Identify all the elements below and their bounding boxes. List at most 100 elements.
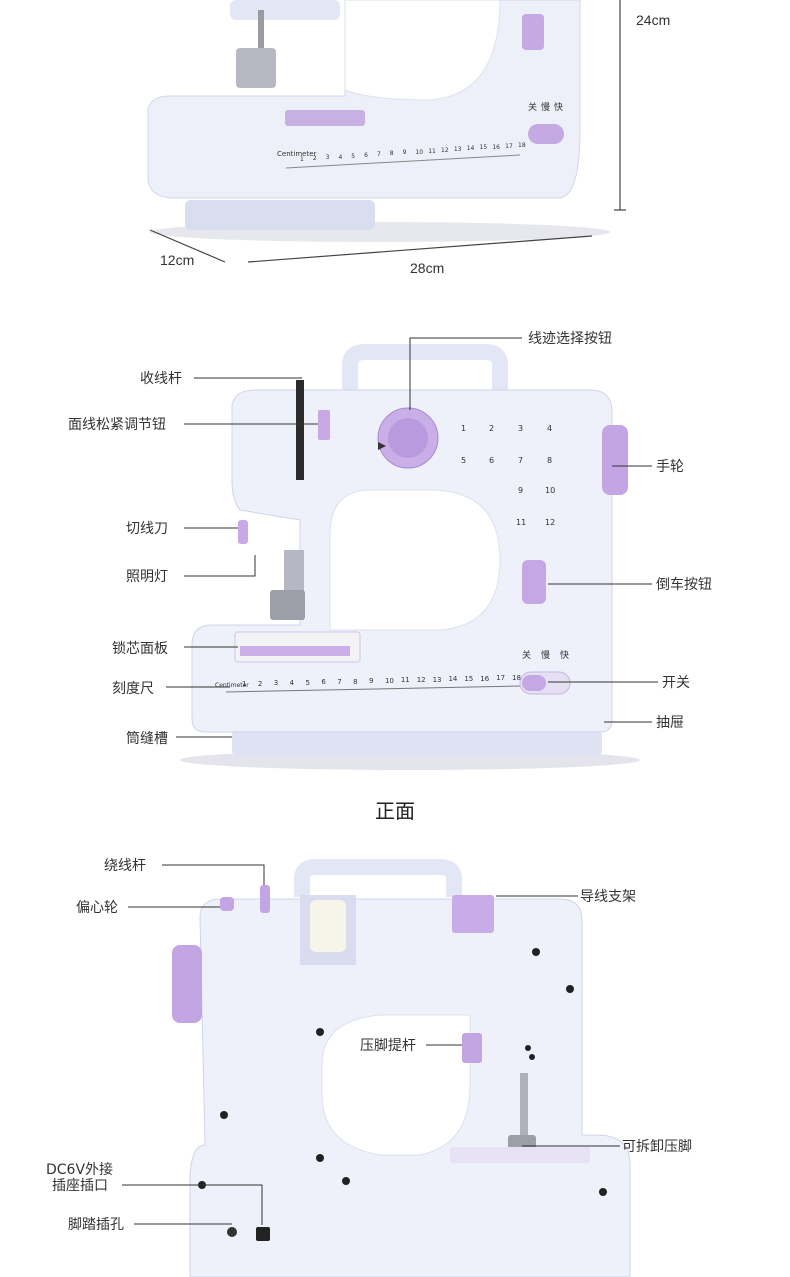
top-speed-label-fast: 快 [554, 103, 564, 113]
front-ruler-number: 14 [448, 675, 458, 684]
presser-foot-lever[interactable] [462, 1033, 482, 1063]
top-ruler-label: Centimeter [277, 150, 317, 158]
stitch-number: 10 [545, 486, 556, 495]
top-ruler-number: 13 [453, 146, 462, 154]
label-ruler: 刻度尺 [112, 681, 154, 697]
stitch-number: 6 [489, 456, 495, 465]
label-thread-guide: 导线支架 [580, 889, 636, 905]
top-ruler-number: 9 [402, 149, 407, 157]
label-switch: 开关 [662, 675, 690, 691]
front-ruler-number: 10 [384, 676, 394, 685]
back-view: 绕线杆 偏心轮 导线支架 压脚提杆 可拆卸压脚 DC6V外接 插座插口 脚踏插孔 [0, 845, 790, 1277]
front-carry-handle[interactable] [342, 344, 508, 395]
front-ruler-number: 13 [432, 675, 442, 684]
height-dimension-label: 24cm [636, 12, 671, 28]
front-reverse-button[interactable] [522, 560, 546, 604]
top-ruler-number: 12 [441, 146, 449, 154]
front-ruler-number: 9 [369, 677, 374, 686]
top-machine-drawing [147, 0, 626, 263]
front-ruler-number: 12 [416, 676, 426, 685]
label-reverse-button: 倒车按钮 [656, 577, 712, 593]
pedal-jack-port [227, 1227, 237, 1237]
front-ruler-number: 16 [480, 674, 490, 683]
front-ruler-number: 3 [273, 679, 279, 688]
top-drawer [185, 200, 375, 230]
front-speed-label-off: 关 [522, 651, 532, 661]
label-dc-jack-line1: DC6V外接 [46, 1162, 114, 1178]
thread-guide-bracket [452, 895, 494, 933]
top-needle-plate [285, 110, 365, 126]
stitch-number: 2 [489, 424, 495, 433]
top-ruler-number: 10 [415, 148, 424, 156]
stitch-number: 3 [518, 424, 524, 433]
top-ruler-number: 4 [338, 153, 343, 161]
top-ruler-number: 6 [364, 151, 368, 159]
front-handwheel[interactable] [602, 425, 628, 495]
depth-dimension-label: 12cm [160, 252, 195, 268]
front-ruler-number: 5 [305, 678, 310, 687]
front-ruler-number: 1 [242, 680, 247, 688]
label-dc-jack-line2: 插座插口 [52, 1178, 108, 1194]
stitch-number: 8 [547, 456, 553, 465]
front-machine-drawing [166, 337, 658, 770]
front-ruler-number: 18 [512, 674, 521, 682]
label-presser-foot: 可拆卸压脚 [622, 1139, 692, 1155]
stitch-number: 1 [461, 424, 467, 433]
label-drawer: 抽屉 [656, 715, 684, 731]
front-view-caption: 正面 [375, 799, 415, 823]
back-machine-drawing [122, 859, 631, 1277]
stitch-number: 9 [518, 486, 524, 495]
top-ruler-number: 3 [325, 154, 330, 162]
back-carry-handle[interactable] [294, 859, 462, 897]
top-speed-label-off: 关 [528, 103, 538, 113]
front-ruler [225, 685, 521, 693]
front-ruler-number: 4 [289, 678, 295, 687]
top-ruler-number: 16 [492, 143, 500, 151]
front-speed-label-fast: 快 [560, 651, 570, 661]
stitch-number: 7 [518, 456, 524, 465]
label-tension-knob: 面线松紧调节钮 [68, 417, 166, 433]
front-speed-label-slow: 慢 [541, 651, 551, 661]
front-ruler-number: 2 [257, 679, 263, 688]
dc-jack-port [256, 1227, 270, 1241]
front-ruler-number: 8 [353, 677, 358, 686]
front-ruler-number: 6 [321, 678, 326, 687]
front-drawer[interactable] [232, 730, 602, 756]
stitch-number: 5 [461, 456, 467, 465]
label-free-arm: 筒缝槽 [126, 731, 168, 747]
label-thread-cutter: 切线刀 [126, 521, 168, 537]
front-ruler-number: 17 [496, 674, 506, 683]
top-speed-label-slow: 慢 [541, 103, 551, 113]
width-dimension-label: 28cm [410, 260, 445, 276]
label-needle-plate: 锁芯面板 [112, 641, 168, 657]
back-handwheel[interactable] [172, 945, 202, 1023]
label-pedal-jack: 脚踏插孔 [68, 1217, 124, 1233]
stitch-number: 12 [545, 518, 556, 527]
front-ruler-label: Centimeter [215, 682, 249, 689]
front-view: 收线杆 面线松紧调节钮 切线刀 照明灯 锁芯面板 刻度尺 筒缝槽 线迹选择按钮 … [0, 320, 790, 830]
label-stitch-selector: 线迹选择按钮 [528, 331, 612, 347]
front-ruler-number: 15 [464, 675, 474, 684]
label-handwheel: 手轮 [656, 459, 684, 475]
front-ruler-number: 7 [337, 677, 342, 686]
top-reverse-button [522, 14, 544, 50]
front-ruler-number: 11 [400, 676, 410, 685]
top-ruler-number: 11 [428, 147, 436, 155]
stitch-number: 11 [516, 518, 527, 527]
top-ruler-number: 8 [389, 150, 394, 158]
top-ruler-number: 14 [466, 145, 475, 153]
width-dimension-line [247, 235, 593, 263]
top-ruler-number: 7 [376, 151, 381, 159]
label-light: 照明灯 [126, 569, 168, 585]
label-take-up-lever: 收线杆 [140, 371, 182, 387]
label-bobbin-winder: 绕线杆 [104, 858, 146, 874]
top-ruler-number: 5 [351, 152, 356, 160]
label-presser-lever: 压脚提杆 [360, 1038, 416, 1054]
depth-dimension-line [149, 229, 226, 263]
front-tension-knob[interactable] [318, 410, 330, 440]
top-power-switch[interactable] [528, 124, 564, 144]
top-ruler-number: 17 [505, 142, 513, 150]
bobbin-winder[interactable] [260, 885, 270, 913]
front-power-switch[interactable] [522, 675, 546, 691]
